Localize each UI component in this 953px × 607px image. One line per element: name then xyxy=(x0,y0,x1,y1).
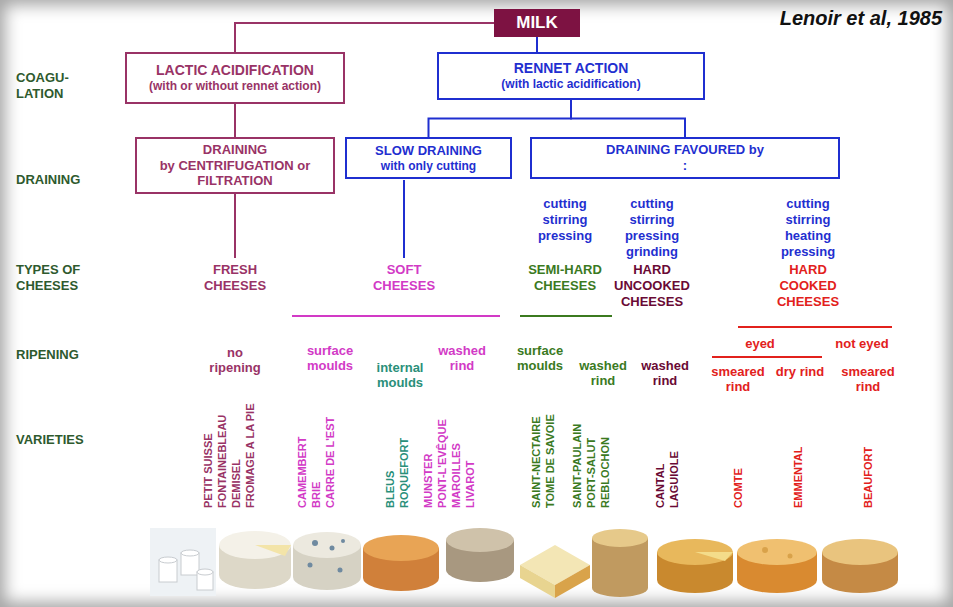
variety-name: SAINT-NECTAIRE xyxy=(530,417,543,508)
leader-line xyxy=(234,185,236,258)
category-label: surface moulds xyxy=(299,343,361,373)
category-label: washed rind xyxy=(433,343,491,373)
category-label: washed rind xyxy=(574,358,632,388)
cheese-photo xyxy=(446,528,514,552)
variety-name: PORT-SALUT xyxy=(585,438,598,508)
variety-name: BRIE xyxy=(310,482,323,508)
variety-name: PONT-L'EVÊQUE xyxy=(436,419,449,508)
category-label: HARD UNCOOKED CHEESES xyxy=(611,262,693,310)
connector xyxy=(571,100,685,137)
box-heading: MILK xyxy=(516,13,558,33)
category-label: internal moulds xyxy=(369,360,431,390)
process-box: LACTIC ACIDIFICATION(with or without ren… xyxy=(125,52,345,104)
variety-name: FONTAINEBLEAU xyxy=(216,415,229,508)
variety-name: SAINT-PAULAIN xyxy=(571,424,584,508)
cheese-photo xyxy=(219,531,291,559)
box-text: by CENTRIFUGATION or FILTRATION xyxy=(143,158,327,189)
cheese-photo xyxy=(657,539,733,565)
group-rule xyxy=(292,315,500,317)
category-label: SEMI-HARD CHEESES xyxy=(519,262,611,294)
process-box: SLOW DRAININGwith only cutting xyxy=(345,137,512,179)
category-label: eyed xyxy=(735,336,785,351)
variety-name: DEMISEL xyxy=(230,459,243,508)
connector xyxy=(536,37,538,52)
category-label: SOFT CHEESES xyxy=(364,262,444,294)
category-label: cutting stirring pressing xyxy=(529,196,601,244)
group-rule xyxy=(520,315,612,317)
group-rule xyxy=(738,326,892,328)
category-label: dry rind xyxy=(775,364,825,379)
category-label: no ripening xyxy=(200,345,270,375)
category-label: VARIETIES xyxy=(16,432,116,448)
category-label: cutting stirring heating pressing xyxy=(772,196,844,260)
category-label: not eyed xyxy=(822,336,902,351)
category-label: COAGU- LATION xyxy=(16,70,78,102)
box-text: (with lactic acidification) xyxy=(501,77,640,91)
source-box: MILK xyxy=(494,9,580,37)
category-label: TYPES OF CHEESES xyxy=(16,262,106,294)
box-heading: DRAINING xyxy=(203,142,267,158)
process-box: RENNET ACTION(with lactic acidification) xyxy=(437,52,705,100)
box-text: with only cutting xyxy=(381,159,476,173)
variety-name: CANTAL xyxy=(654,464,667,508)
cheese-photo xyxy=(330,546,335,551)
cheese-photo xyxy=(159,557,177,563)
cheese-photo xyxy=(695,552,733,561)
process-box: DRAINING FAVOURED by : xyxy=(530,137,840,179)
category-label: cutting stirring pressing grinding xyxy=(616,196,688,260)
variety-name: COMTE xyxy=(732,468,745,508)
cheese-photo xyxy=(520,565,555,598)
cheese-photo xyxy=(555,565,590,598)
category-label: FRESH CHEESES xyxy=(195,262,275,294)
cheese-photo xyxy=(363,535,439,561)
cheese-photo xyxy=(737,539,817,565)
cheese-photo xyxy=(255,545,291,556)
variety-name: TOME DE SAVOIE xyxy=(544,414,557,508)
cheese-photo xyxy=(338,568,343,573)
box-heading: DRAINING FAVOURED by : xyxy=(603,142,768,173)
cheese-photo xyxy=(592,529,648,547)
cheese-photo xyxy=(197,569,213,575)
variety-name: BLEUS xyxy=(384,471,397,508)
box-heading: SLOW DRAINING xyxy=(375,143,482,159)
box-heading: RENNET ACTION xyxy=(514,60,629,77)
cheese-photo xyxy=(293,532,361,558)
cheese-photo xyxy=(788,554,793,559)
cheese-photo xyxy=(312,540,318,546)
variety-name: LIVAROT xyxy=(464,461,477,508)
connector xyxy=(429,100,572,137)
category-label: smeared rind xyxy=(837,364,899,394)
box-text: (with or without rennet action) xyxy=(149,79,321,93)
category-label: HARD COOKED CHEESES xyxy=(772,262,844,310)
category-label: RIPENING xyxy=(16,347,116,363)
variety-name: LAGUIOLE xyxy=(668,451,681,508)
cheese-photo xyxy=(762,547,768,553)
connector xyxy=(234,104,236,137)
variety-name: MAROILLES xyxy=(450,443,463,508)
box-heading: LACTIC ACIDIFICATION xyxy=(156,62,314,79)
variety-name: PETIT SUISSE xyxy=(202,433,215,508)
connector xyxy=(235,23,494,52)
group-rule xyxy=(712,356,822,358)
variety-name: EMMENTAL xyxy=(792,446,805,508)
category-label: surface moulds xyxy=(509,343,571,373)
cheese-photo xyxy=(341,539,345,543)
category-label: washed rind xyxy=(636,358,694,388)
variety-name: ROQUEFORT xyxy=(398,438,411,508)
process-box: DRAININGby CENTRIFUGATION or FILTRATION xyxy=(135,137,335,194)
leader-line xyxy=(403,180,405,258)
variety-name: CARRE DE L'EST xyxy=(324,417,337,508)
variety-name: REBLOCHON xyxy=(599,437,612,508)
cheese-photo xyxy=(181,550,199,556)
variety-name: CAMEMBERT xyxy=(296,437,309,509)
cheese-photo xyxy=(822,539,898,565)
category-label: smeared rind xyxy=(707,364,769,394)
cheese-photo xyxy=(150,528,216,596)
citation: Lenoir et al, 1985 xyxy=(700,6,942,30)
variety-name: FROMAGE A LA PIE xyxy=(244,404,257,509)
cheese-photo xyxy=(308,563,313,568)
variety-name: MUNSTER xyxy=(422,454,435,508)
category-label: DRAINING xyxy=(16,172,116,188)
variety-name: BEAUFORT xyxy=(862,447,875,508)
